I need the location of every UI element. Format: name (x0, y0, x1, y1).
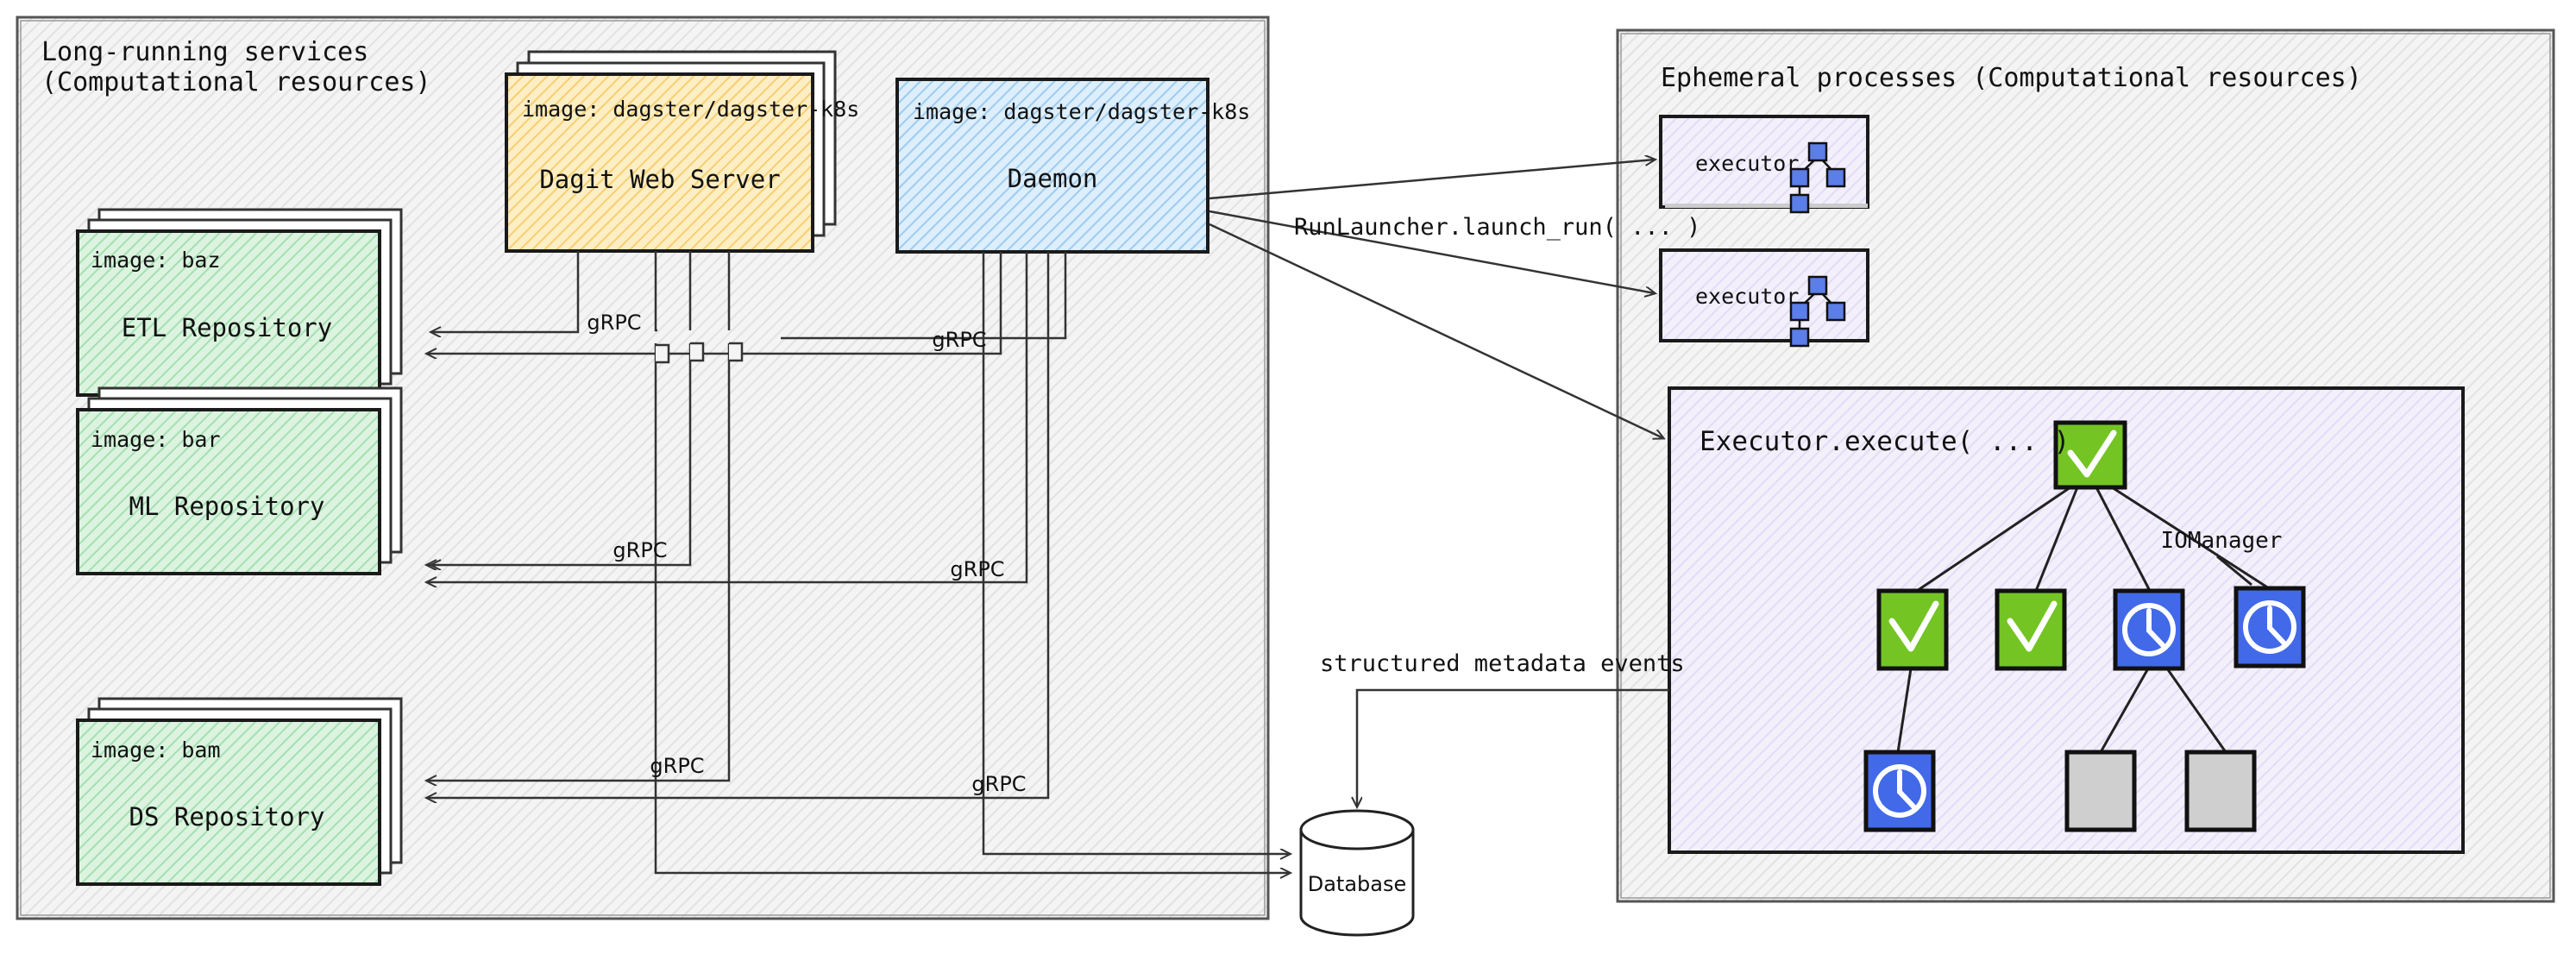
dag-node-n4[interactable] (2234, 586, 2306, 668)
executor-execute-label: Executor.execute( ... ) (1700, 426, 2070, 457)
grpc-label-4: gRPC (950, 557, 1004, 581)
dag-node-n6[interactable] (2064, 750, 2137, 832)
service-card-dagit[interactable] (505, 50, 837, 253)
dagit-image-label: image: dagster/dagster-k8s (522, 97, 859, 122)
dag-node-n7[interactable] (2184, 750, 2257, 832)
repository-card-ml[interactable] (76, 386, 403, 575)
dag-node-n5[interactable] (1863, 750, 1936, 832)
executor-dag-icon-1 (1789, 141, 1846, 214)
executor-label-2: executor (1695, 284, 1799, 309)
iomanager-leader (2216, 555, 2252, 587)
iomanager-label: IOManager (2161, 528, 2283, 554)
repo-ds-image-label: image: bam (91, 737, 221, 763)
grpc-label-5: gRPC (650, 754, 704, 778)
dag-node-n0[interactable] (2053, 420, 2127, 490)
run-launcher-label: RunLauncher.launch_run( ... ) (1294, 214, 1700, 241)
repository-card-etl[interactable] (76, 208, 403, 397)
arrows-run-launcher (1209, 160, 1663, 438)
repo-ml-name-label: ML Repository (129, 492, 325, 521)
database-label: Database (1308, 872, 1407, 896)
repo-ds-name-label: DS Repository (129, 802, 325, 832)
panel-label-ephemeral: Ephemeral processes (Computational resou… (1661, 63, 2362, 93)
dag-node-n2[interactable] (1995, 588, 2067, 671)
repo-ml-image-label: image: bar (91, 427, 221, 452)
daemon-name-label: Daemon (1008, 164, 1098, 193)
executor-box-2[interactable] (1659, 248, 1869, 342)
line-jumps (656, 342, 744, 364)
grpc-label-6: gRPC (971, 772, 1026, 796)
grpc-label-1: gRPC (587, 311, 641, 335)
arrows-grpc (427, 251, 1290, 873)
dag-node-n1[interactable] (1876, 588, 1949, 671)
arrow-metadata-events (1357, 688, 1669, 807)
repo-etl-name-label: ETL Repository (122, 313, 332, 342)
execute-dag-edges (1896, 486, 2270, 753)
daemon-image-label: image: dagster/dagster-k8s (913, 99, 1250, 124)
panel-label-long-running-line2: (Computational resources) (41, 67, 431, 97)
dag-node-n3[interactable] (2113, 588, 2185, 671)
repo-etl-image-label: image: baz (91, 248, 221, 273)
grpc-label-2: gRPC (932, 328, 986, 352)
database-cylinder[interactable] (1299, 809, 1415, 937)
repository-card-ds[interactable] (76, 697, 403, 886)
dagit-name-label: Dagit Web Server (539, 165, 780, 194)
service-card-daemon[interactable] (895, 78, 1209, 254)
metadata-events-label: structured metadata events (1320, 650, 1685, 677)
grpc-label-3: gRPC (613, 538, 667, 562)
executor-box-1[interactable] (1659, 115, 1869, 209)
panel-label-long-running-line1: Long-running services (41, 37, 368, 67)
executor-label-1: executor (1695, 151, 1799, 176)
executor-dag-icon-2 (1789, 275, 1846, 348)
